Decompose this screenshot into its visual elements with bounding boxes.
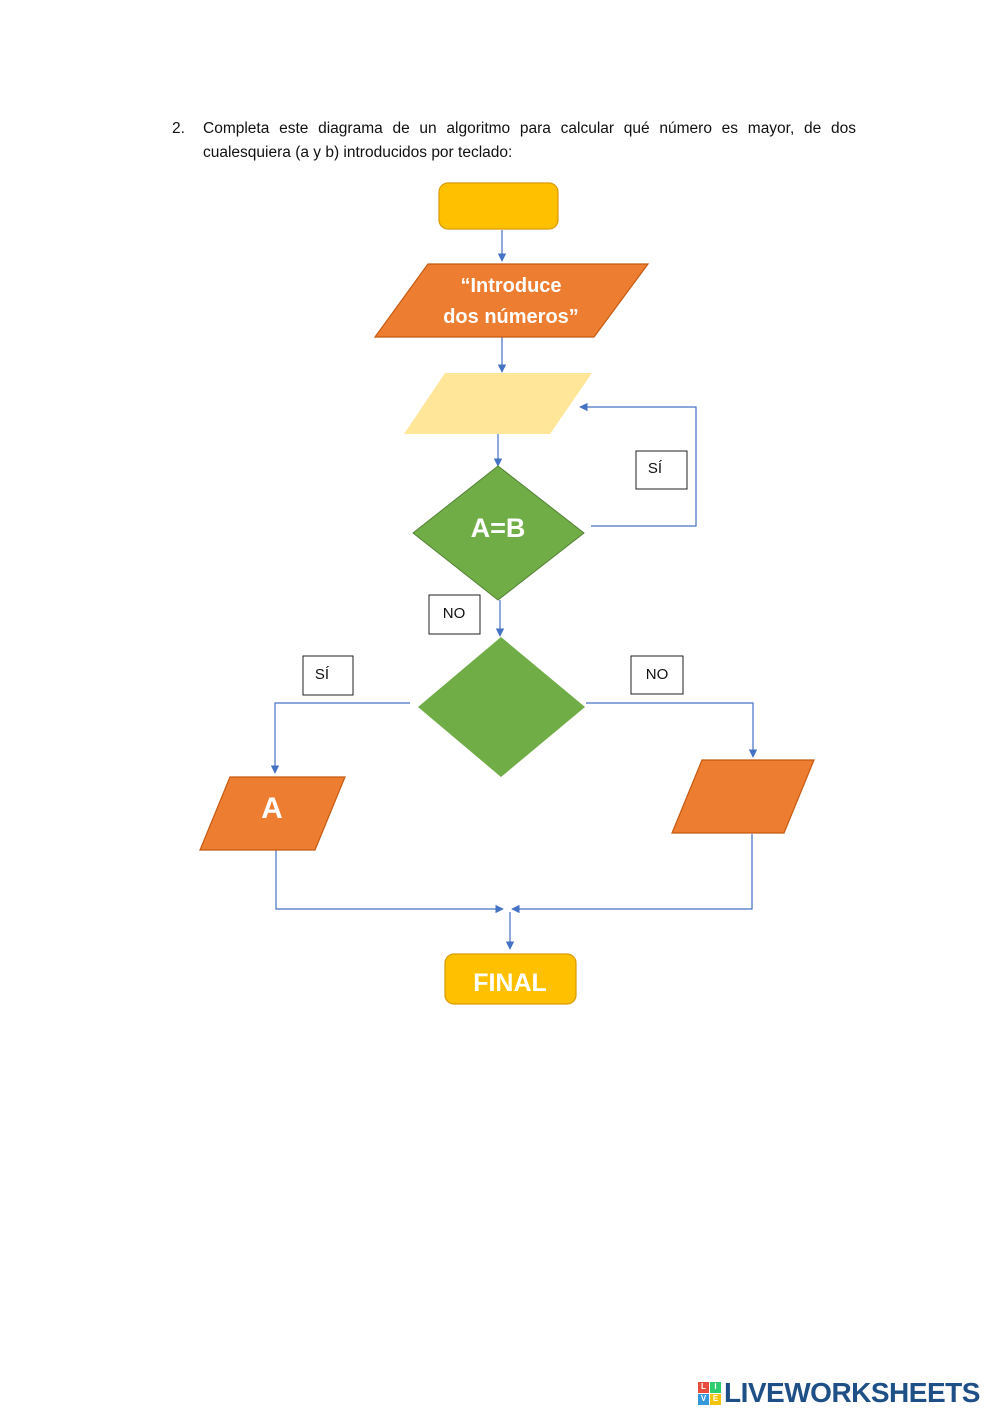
decision-equal-label: A=B (471, 513, 526, 543)
liveworksheets-logo: L I V E LIVEWORKSHEETS (698, 1377, 980, 1408)
question-text: Completa este diagrama de un algoritmo p… (203, 120, 856, 161)
connector-decision2-no (586, 702, 758, 758)
logo-mark-icon: L I V E (698, 1381, 721, 1405)
output-a-shape (199, 776, 346, 851)
logo-text: LIVEWORKSHEETS (724, 1377, 980, 1408)
decision-compare-shape[interactable] (418, 637, 585, 777)
output-prompt-shape (373, 263, 650, 338)
start-terminal[interactable] (438, 182, 559, 230)
label-box-decision2-no (630, 655, 684, 695)
label-loop-yes: SÍ (648, 460, 663, 477)
output-a-label: A (261, 792, 283, 825)
connector-decision2-yes (270, 702, 410, 774)
output-b-shape[interactable] (671, 759, 815, 834)
output-prompt-line2: dos números” (443, 306, 579, 328)
label-decision1-no: NO (443, 605, 466, 622)
decision-equal-shape (412, 465, 585, 601)
input-shape[interactable] (404, 373, 592, 434)
label-box-decision2-yes (302, 655, 354, 696)
label-decision2-no: NO (646, 666, 669, 683)
label-box-decision1-no (428, 594, 481, 635)
end-terminal-label: FINAL (473, 969, 547, 997)
connector-left-to-final (275, 850, 504, 914)
connector-loop-yes (579, 402, 697, 527)
connector-right-to-final (511, 834, 753, 914)
label-decision2-yes: SÍ (315, 666, 330, 683)
question: 2. Completa este diagrama de un algoritm… (172, 117, 856, 165)
question-number: 2. (172, 120, 185, 137)
output-prompt-line1: “Introduce (460, 275, 561, 297)
label-box-loop-yes (635, 450, 688, 490)
end-terminal (444, 953, 577, 1005)
